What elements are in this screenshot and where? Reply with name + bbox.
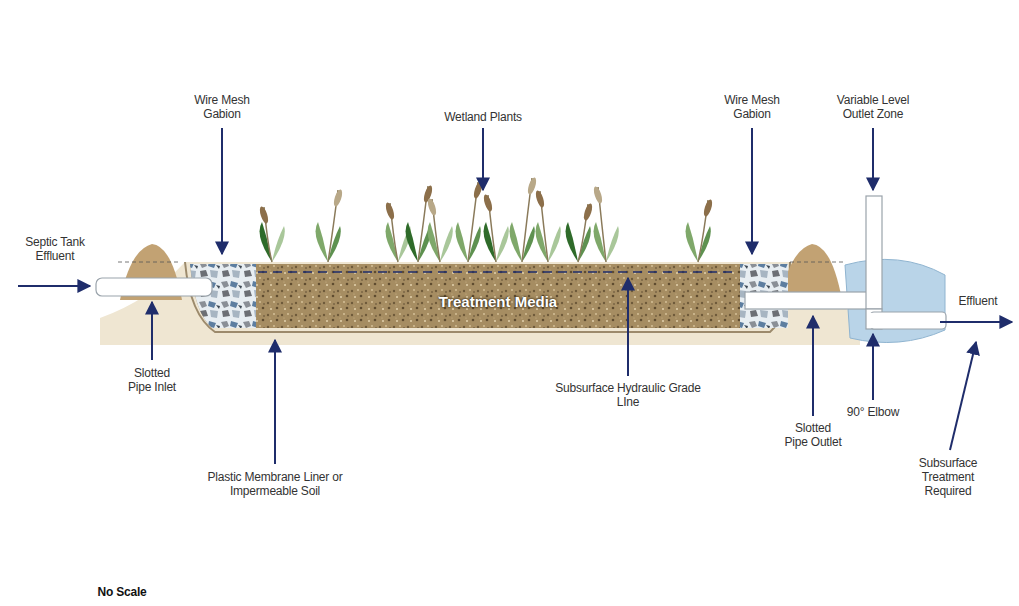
part-label: Wetland Plants bbox=[428, 110, 538, 124]
note-label: Subsurface Treatment Required bbox=[900, 456, 996, 498]
liner bbox=[185, 262, 790, 332]
part-label: Wire Mesh Gabion bbox=[187, 93, 257, 121]
outflow-label: Effluent bbox=[943, 294, 1013, 308]
grade-line bbox=[258, 271, 738, 273]
media-bed: Treatment Media bbox=[256, 276, 740, 326]
part-label: 90° Elbow bbox=[833, 405, 913, 419]
effluent-pipe bbox=[870, 312, 946, 329]
part-label: Wire Mesh Gabion bbox=[717, 93, 787, 121]
part-label: Variable Level Outlet Zone bbox=[835, 93, 911, 121]
wetland-plants bbox=[258, 176, 714, 262]
riser-pipe bbox=[866, 196, 882, 309]
treatment-bed bbox=[190, 264, 788, 328]
elbow bbox=[867, 313, 881, 328]
note-label: No Scale bbox=[82, 585, 162, 599]
leader-lines bbox=[18, 128, 1012, 464]
part-label: Subsurface Hydraulic Grade LIne bbox=[543, 381, 713, 409]
part-label: Slotted Pipe Outlet bbox=[783, 421, 843, 449]
part-label: Plastic Membrane Liner or Impermeable So… bbox=[200, 470, 350, 498]
inflow-label: Septic Tank Effluent bbox=[18, 235, 92, 263]
node-label: Treatment Media bbox=[439, 293, 557, 310]
water-level bbox=[118, 262, 180, 263]
outlet-pipe bbox=[745, 292, 875, 309]
inlet-pipe bbox=[96, 278, 212, 296]
elbow bbox=[867, 293, 881, 308]
part-label: Slotted Pipe Inlet bbox=[122, 366, 182, 394]
water-level bbox=[790, 262, 845, 263]
